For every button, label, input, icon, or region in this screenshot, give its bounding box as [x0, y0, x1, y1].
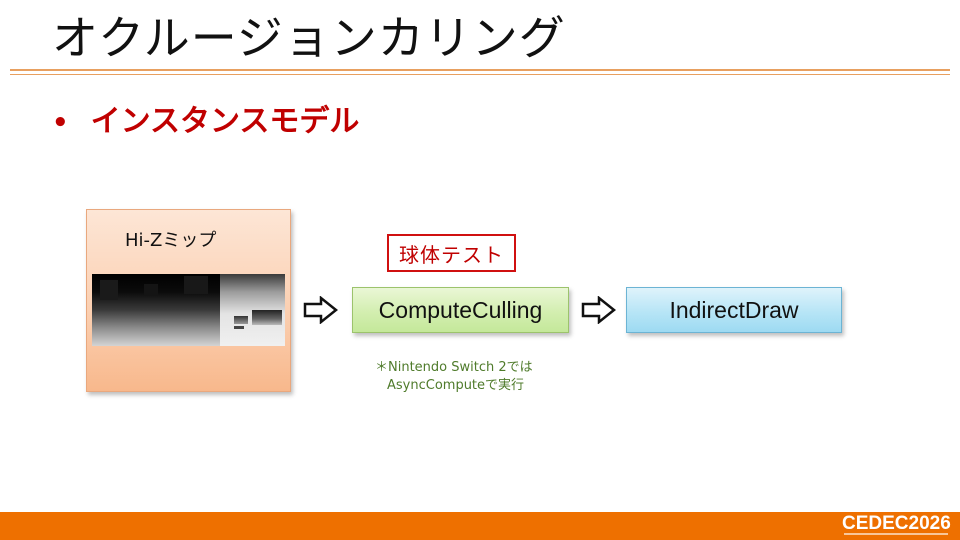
sphere-test-label: 球体テスト	[387, 234, 516, 272]
cedec-logo: CEDEC2026	[842, 513, 952, 538]
cedec-logo-text: CEDEC2026	[842, 513, 951, 534]
note-line-2: AsyncComputeで実行	[387, 378, 525, 393]
bullet-text: インスタンスモデル	[90, 104, 360, 139]
footer-bar: CEDEC2026	[0, 512, 960, 540]
indirect-draw-box: IndirectDraw	[626, 287, 842, 333]
title-divider-bottom	[10, 74, 950, 75]
hiz-mip-label: Hi-Zミップ	[125, 230, 217, 251]
hiz-mip-level0-image	[92, 274, 220, 346]
arrow-right-icon	[303, 296, 339, 324]
switch2-note: ＊Nintendo Switch 2では AsyncComputeで実行	[375, 359, 533, 395]
compute-culling-box: ComputeCulling	[352, 287, 569, 333]
indirect-draw-label: IndirectDraw	[669, 296, 799, 323]
bullet-item: • インスタンスモデル	[52, 96, 359, 140]
compute-culling-label: ComputeCulling	[378, 296, 543, 323]
bullet-marker: •	[52, 108, 69, 138]
hiz-mip-box: Hi-Zミップ	[86, 209, 291, 392]
hiz-mip-chain-image	[220, 274, 285, 346]
title-divider-top	[10, 69, 950, 71]
slide-title: オクルージョンカリング	[52, 11, 566, 65]
arrow-right-icon	[581, 296, 617, 324]
note-line-1: ＊Nintendo Switch 2では	[375, 360, 533, 375]
